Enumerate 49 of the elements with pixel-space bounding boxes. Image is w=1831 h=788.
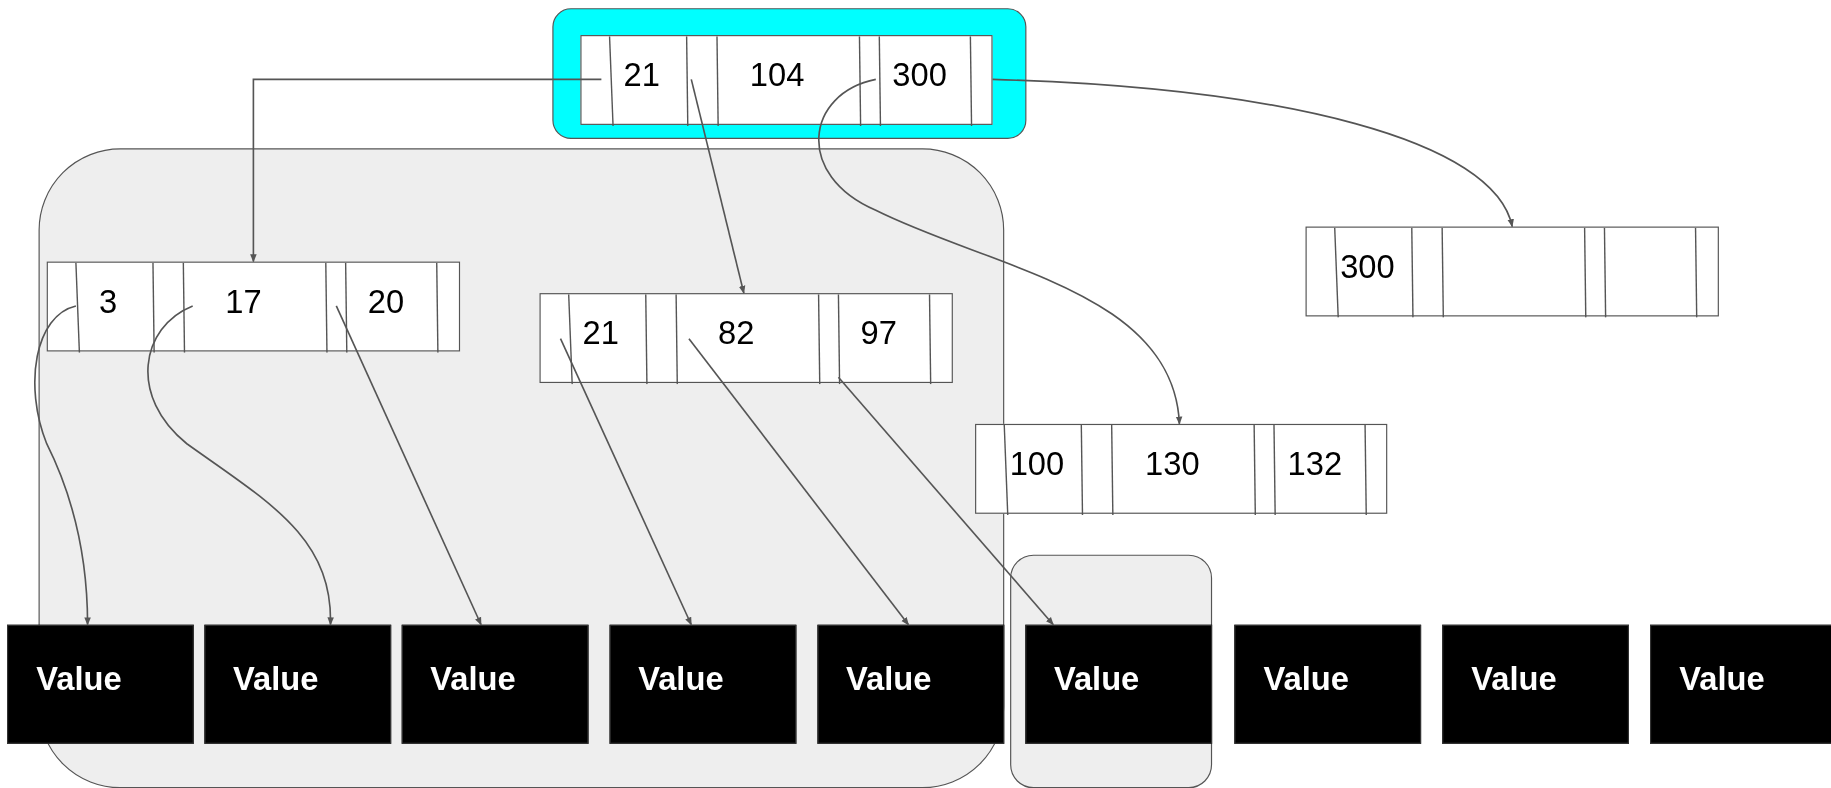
key-value: 21 bbox=[582, 314, 619, 353]
arrow bbox=[818, 78, 1182, 425]
key-value: 130 bbox=[1145, 446, 1200, 484]
arrow bbox=[250, 78, 603, 263]
arrow bbox=[147, 305, 334, 626]
value-label: Value bbox=[1679, 660, 1765, 699]
value-label: Value bbox=[638, 660, 724, 698]
value-block bbox=[1442, 624, 1629, 744]
arrow bbox=[688, 337, 910, 626]
arrow bbox=[991, 78, 1514, 228]
value-block bbox=[816, 624, 1004, 744]
value-block bbox=[1234, 624, 1422, 744]
value-label: Value bbox=[430, 660, 516, 698]
key-value: 300 bbox=[1340, 248, 1395, 287]
arrow bbox=[559, 337, 693, 626]
btree-node bbox=[538, 292, 953, 383]
key-value: 82 bbox=[718, 314, 755, 353]
key-value: 20 bbox=[367, 283, 405, 321]
key-value: 21 bbox=[623, 56, 660, 94]
group-region bbox=[38, 148, 1005, 788]
value-label: Value bbox=[1263, 660, 1349, 699]
value-label: Value bbox=[36, 660, 122, 699]
btree-node bbox=[46, 261, 460, 351]
arrow bbox=[34, 305, 91, 626]
key-value: 3 bbox=[98, 283, 118, 321]
value-block bbox=[401, 624, 588, 744]
value-block bbox=[608, 624, 796, 744]
arrow bbox=[690, 78, 746, 294]
key-value: 97 bbox=[860, 314, 897, 353]
key-value: 17 bbox=[225, 283, 262, 321]
value-block bbox=[1024, 624, 1212, 744]
key-value: 100 bbox=[1009, 446, 1065, 484]
group-region bbox=[1010, 554, 1213, 788]
arrow bbox=[335, 305, 482, 626]
btree-node bbox=[975, 423, 1388, 514]
value-label: Value bbox=[1053, 660, 1140, 698]
value-block bbox=[1650, 624, 1831, 744]
value-label: Value bbox=[232, 660, 319, 698]
value-block bbox=[7, 624, 194, 744]
btree-node bbox=[579, 34, 992, 125]
key-value: 132 bbox=[1287, 446, 1343, 484]
key-value: 300 bbox=[892, 56, 947, 94]
value-label: Value bbox=[1471, 660, 1557, 699]
highlight-box bbox=[552, 8, 1027, 139]
key-value: 104 bbox=[749, 56, 805, 94]
value-block bbox=[203, 624, 391, 744]
arrow bbox=[837, 376, 1055, 626]
btree-node bbox=[1305, 226, 1719, 317]
value-label: Value bbox=[846, 660, 932, 698]
